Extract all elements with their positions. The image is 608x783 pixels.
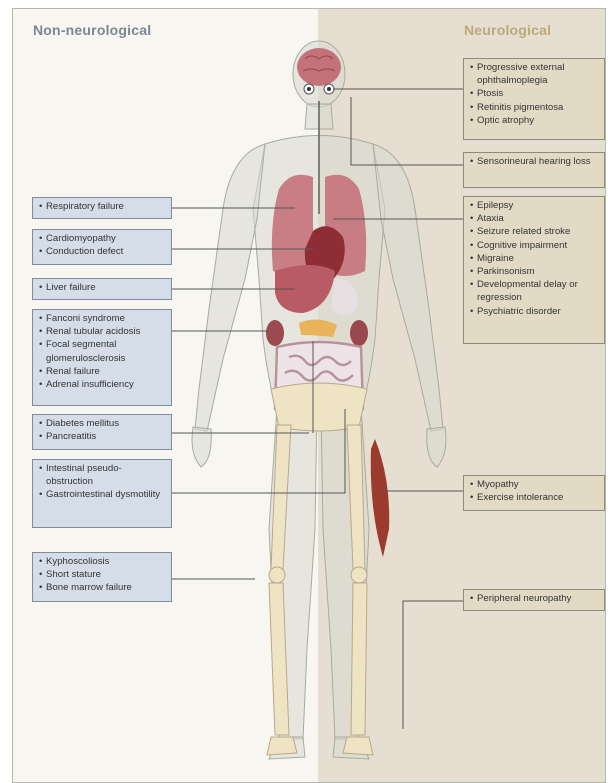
box-pancreas: Diabetes mellitus Pancreatitis: [32, 414, 172, 450]
box-nerve: Peripheral neuropathy: [463, 589, 605, 611]
list-item: Exercise intolerance: [470, 491, 598, 504]
box-renal: Fanconi syndrome Renal tubular acidosis …: [32, 309, 172, 406]
list-item: Cognitive impairment: [470, 239, 598, 252]
list-item: Progressive external ophthalmoplegia: [470, 61, 598, 87]
list-item: Epilepsy: [470, 199, 598, 212]
list-item: Gastrointestinal dysmotility: [39, 488, 165, 501]
list-item: Ptosis: [470, 87, 598, 100]
brain: [297, 48, 341, 86]
list-item: Intestinal pseudo-obstruction: [39, 462, 165, 488]
list-item: Respiratory failure: [39, 200, 165, 213]
list-item: Bone marrow failure: [39, 581, 165, 594]
right-kidney: [350, 320, 368, 346]
list-item: Developmental delay or regression: [470, 278, 598, 304]
right-hand: [427, 427, 446, 467]
left-kidney: [266, 320, 284, 346]
box-hearing: Sensorineural hearing loss: [463, 152, 605, 188]
list-item: Seizure related stroke: [470, 225, 598, 238]
list-item: Cardiomyopathy: [39, 232, 165, 245]
right-arm: [373, 144, 443, 431]
list-item: Psychiatric disorder: [470, 305, 598, 318]
box-brain: Epilepsy Ataxia Seizure related stroke C…: [463, 196, 605, 344]
list-item: Peripheral neuropathy: [470, 592, 598, 605]
list-item: Ataxia: [470, 212, 598, 225]
heading-neurological: Neurological: [464, 22, 551, 38]
box-cardiac: Cardiomyopathy Conduction defect: [32, 229, 172, 265]
list-item: Adrenal insufficiency: [39, 378, 165, 391]
list-item: Focal segmental glomerulosclerosis: [39, 338, 165, 364]
skeleton: [267, 383, 373, 755]
box-eye: Progressive external ophthalmoplegia Pto…: [463, 58, 605, 140]
list-item: Myopathy: [470, 478, 598, 491]
list-item: Renal tubular acidosis: [39, 325, 165, 338]
box-liver: Liver failure: [32, 278, 172, 300]
thigh-muscle: [371, 439, 389, 557]
list-item: Retinitis pigmentosa: [470, 101, 598, 114]
left-arm: [195, 144, 265, 431]
list-item: Fanconi syndrome: [39, 312, 165, 325]
right-tibia: [351, 583, 367, 735]
list-item: Liver failure: [39, 281, 165, 294]
list-item: Parkinsonism: [470, 265, 598, 278]
box-muscle: Myopathy Exercise intolerance: [463, 475, 605, 511]
list-item: Renal failure: [39, 365, 165, 378]
list-item: Short stature: [39, 568, 165, 581]
list-item: Optic atrophy: [470, 114, 598, 127]
list-item: Migraine: [470, 252, 598, 265]
heading-non-neurological: Non-neurological: [33, 22, 151, 38]
figure-frame: Non-neurological Neurological Respirator…: [12, 8, 606, 783]
pelvis: [271, 383, 367, 431]
list-item: Sensorineural hearing loss: [470, 155, 598, 168]
box-respiratory: Respiratory failure: [32, 197, 172, 219]
list-item: Diabetes mellitus: [39, 417, 165, 430]
box-skeletal: Kyphoscoliosis Short stature Bone marrow…: [32, 552, 172, 602]
list-item: Conduction defect: [39, 245, 165, 258]
list-item: Pancreatitis: [39, 430, 165, 443]
box-gi: Intestinal pseudo-obstruction Gastrointe…: [32, 459, 172, 528]
list-item: Kyphoscoliosis: [39, 555, 165, 568]
